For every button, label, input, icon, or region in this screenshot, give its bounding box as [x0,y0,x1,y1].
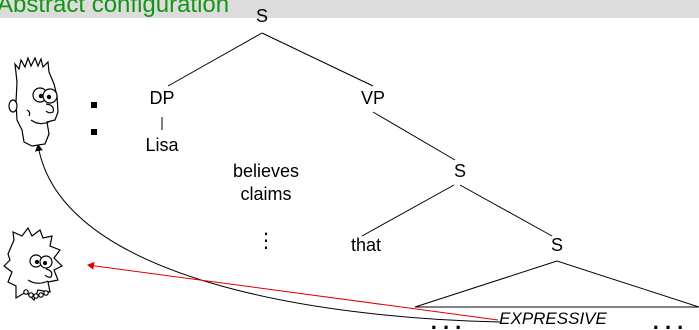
colon-dot-top [91,102,97,108]
branch-s-vp [261,32,374,87]
node-claims: claims [240,184,291,204]
ellipsis-right: . . . [653,309,684,330]
branch-s-dp [167,32,263,87]
node-vdots: ⋮ [256,230,276,252]
branch-s-that [361,184,455,237]
bart-face-icon [8,56,59,147]
pearl-necklace [23,289,49,299]
expressive-triangle [414,260,699,308]
node-s-embedded: S [454,161,466,181]
colon-dot-bottom [91,129,97,135]
node-dp: DP [149,88,174,108]
speaker-arrow [35,144,501,323]
slide-title: Abstract configuration [0,0,230,18]
node-believes: believes [233,161,299,181]
lisa-face-icon [3,226,64,302]
branch-s-s [459,184,553,237]
node-that: that [351,235,381,255]
branch-vp-s [372,111,456,161]
node-s-root: S [256,6,268,26]
expressive-label: EXPRESSIVE [499,309,607,328]
expressive-arrow [87,261,499,321]
title-bar: Abstract configuration [0,0,699,18]
node-lisa: Lisa [145,135,179,155]
tree-branches [161,32,699,308]
node-s-lower: S [551,235,563,255]
node-vp: VP [361,88,385,108]
